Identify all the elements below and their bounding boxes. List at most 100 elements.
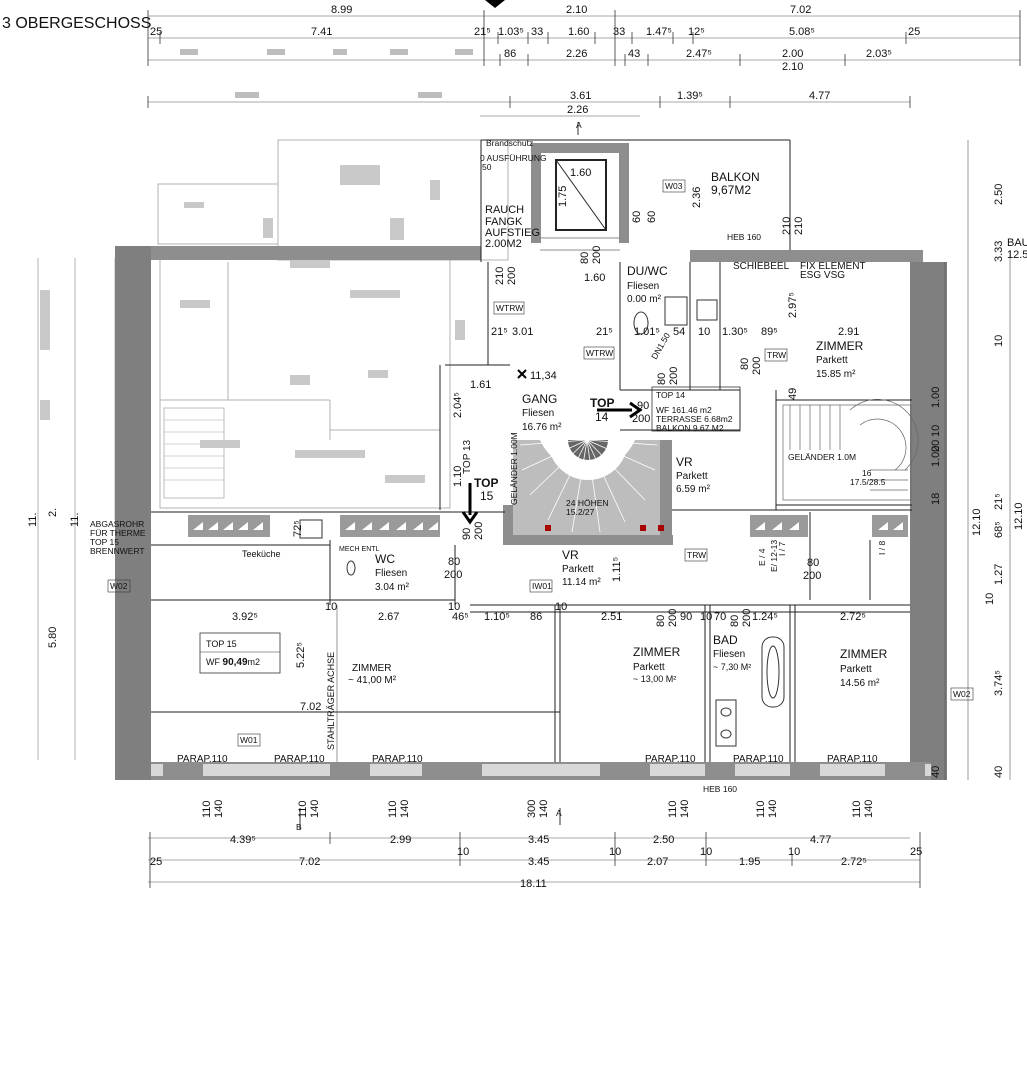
misc-dims-15-text: 2.04⁵ (452, 392, 464, 418)
rooms-vr-lower-name-text: VR (562, 548, 579, 562)
dims-top-row2-10-text: 25 (908, 26, 920, 38)
rooms-zimmer-mid-floor-text: Parkett (633, 662, 665, 673)
dims-bottom-row2-2-text: 10 (457, 846, 469, 858)
door-dimensions: 80 200 210 200 60 60 210 210 80 200 80 2… (444, 211, 821, 627)
labels-i8-text: I / 8 (877, 541, 887, 555)
dims-top-row1-1-text: 2.10 (566, 4, 587, 16)
dims-bottom-total-text: 18.11 (520, 878, 547, 890)
labels-abgas4-text: BRENNWERT (90, 546, 145, 556)
north-marker-icon (485, 0, 505, 8)
labels-b-text: B (296, 822, 302, 832)
labels-a-text: A (556, 808, 562, 818)
dims-bottom-row2-6-text: 10 (700, 846, 712, 858)
top15-num-text: 15 (480, 489, 494, 503)
misc-dims-25-text: 10 (700, 611, 712, 623)
labels-parap-text: PARAP.110 (177, 754, 228, 765)
dims-right-9-text: 68⁵ (993, 521, 1005, 538)
door-dims-13-text: 200 (668, 367, 680, 385)
dims-top-row2-3-text: 1.03⁵ (498, 26, 524, 38)
dims-bottom-openings-10-text: 110 (755, 800, 767, 818)
rooms-zimmer-mid-name-text: ZIMMER (633, 645, 681, 659)
dims-right-16-text: 40 (930, 766, 942, 778)
door-dims-6-text: 210 (494, 267, 506, 285)
labels-e12-text: E/ 12-13 (769, 540, 779, 572)
dims-top-row3-6-text: 2.03⁵ (866, 48, 892, 60)
dims-right-1-text: 3.33 (993, 241, 1005, 262)
door-dims-7-text: 200 (506, 267, 518, 285)
labels-parap-text: PARAP.110 (372, 754, 423, 765)
dims-top-row2-2-text: 21⁵ (474, 26, 491, 38)
top13-text: TOP 13 (462, 439, 473, 474)
rooms-zimmer-se-name-text: ZIMMER (840, 647, 888, 661)
top14-num-text: 14 (595, 410, 609, 424)
rooms-rauch-l1-text: RAUCH (485, 204, 524, 216)
dims-right-14-text: 3.74⁵ (993, 670, 1005, 696)
dims-top-row2-9-text: 5.08⁵ (789, 26, 815, 38)
dims-top-row1-2-text: 7.02 (790, 4, 811, 16)
dims-top-row3-1-text: 2.26 (566, 48, 587, 60)
rooms-duwc-name-text: DU/WC (627, 264, 668, 278)
dims-right-17-text: BAU (1007, 237, 1027, 249)
door-dims-8-text: 80 (739, 358, 751, 370)
dims-right-13-text: 10 (984, 593, 996, 605)
labels-fifty-text: 50 (482, 162, 492, 172)
rooms-rauch-l3-text: AUFSTIEG (485, 227, 540, 239)
misc-dims-8-text: 54 (673, 326, 685, 338)
dims-left-0-text: 11. (27, 513, 39, 527)
interior-walls (151, 122, 919, 830)
top14-box-text: TOP 14 (656, 390, 685, 400)
dims-right-6-text: 1.00 (930, 446, 942, 467)
labels-stahl-text: STAHLTRÄGER ACHSE (326, 652, 336, 750)
misc-dims-2-text: 2.36 (691, 187, 703, 208)
labels-hoehen2-text: 15.2/27 (566, 507, 595, 517)
dims-bottom-openings-1-text: 140 (213, 800, 225, 818)
labels-wtrw-text: WTRW (496, 303, 523, 313)
top14-wf-text: WF 161.46 m2 (656, 405, 712, 415)
labels-trw-text: TRW (687, 550, 706, 560)
dims-bottom-openings-11-text: 140 (767, 800, 779, 818)
rooms-bad-floor-text: Fliesen (713, 649, 745, 660)
labels-hoehen-text: 24 HÖHEN (566, 498, 609, 508)
misc-dims-29-text: 7.02 (300, 701, 321, 713)
door-dims-17-text: 200 (803, 570, 821, 582)
labels-a-text: A (576, 120, 582, 130)
dims-bottom-row2-4-text: 10 (609, 846, 621, 858)
dims-bottom-row2-5-text: 2.07 (647, 856, 668, 868)
misc-dims-14-text: 1.61 (470, 379, 491, 391)
neighbour-unit-faded (37, 139, 509, 760)
dims-left-1-text: 2. (47, 508, 59, 517)
misc-dims-28-text: 2.72⁵ (840, 611, 866, 623)
labels-esg-text: ESG VSG (800, 270, 845, 281)
dims-bottom-openings-6-text: 300 (526, 800, 538, 818)
dims-top-row4-0-text: 3.61 (570, 90, 591, 102)
dims-bottom-row2-8-text: 10 (788, 846, 800, 858)
door-dims-14-text: 80 (448, 556, 460, 568)
rooms-zimmer-se-area-text: 14.56 m² (840, 678, 880, 689)
misc-dims-11-text: 89⁵ (761, 326, 778, 338)
misc-dims-22-text: 86 (530, 611, 542, 623)
dims-right-8-text: 12.10 (971, 508, 983, 536)
dims-top-row2-7-text: 1.47⁵ (646, 26, 672, 38)
rooms-vr-lower-floor-text: Parkett (562, 564, 594, 575)
misc-dims-32-text: 1.11⁵ (611, 557, 623, 582)
dims-bottom-openings-2-text: 110 (297, 800, 309, 818)
misc-dims-35-text: 49 (787, 388, 799, 400)
left-dimensions: 11. 2. 11. 5.80 (27, 508, 81, 648)
rooms-zimmer-big-name-text: ZIMMER (352, 663, 391, 674)
dims-bottom-openings-7-text: 140 (538, 800, 550, 818)
dims-right-0-text: 2.50 (993, 184, 1005, 205)
dims-bottom-row1-0-text: 4.39⁵ (230, 834, 256, 846)
labels-wtrw-text: WTRW (586, 348, 613, 358)
misc-dims-27-text: 1.24⁵ (752, 611, 778, 623)
exterior-walls (115, 246, 947, 780)
door-dims-2-text: 90 (637, 400, 649, 412)
door-dims-9-text: 200 (751, 357, 763, 375)
door-dims-1-text: 200 (591, 246, 603, 264)
rooms-duwc-area-text: 0.00 m² (627, 294, 662, 305)
labels-heb160-text: HEB 160 (727, 232, 761, 242)
bottom-dimensions: 4.39⁵ 2.99 3.45 2.50 4.77 25 7.02 10 3.4… (148, 800, 922, 890)
door-dims-5-text: 60 (646, 211, 658, 223)
rooms-wc-floor-text: Fliesen (375, 568, 407, 579)
dims-right-2-text: 10 (993, 335, 1005, 347)
